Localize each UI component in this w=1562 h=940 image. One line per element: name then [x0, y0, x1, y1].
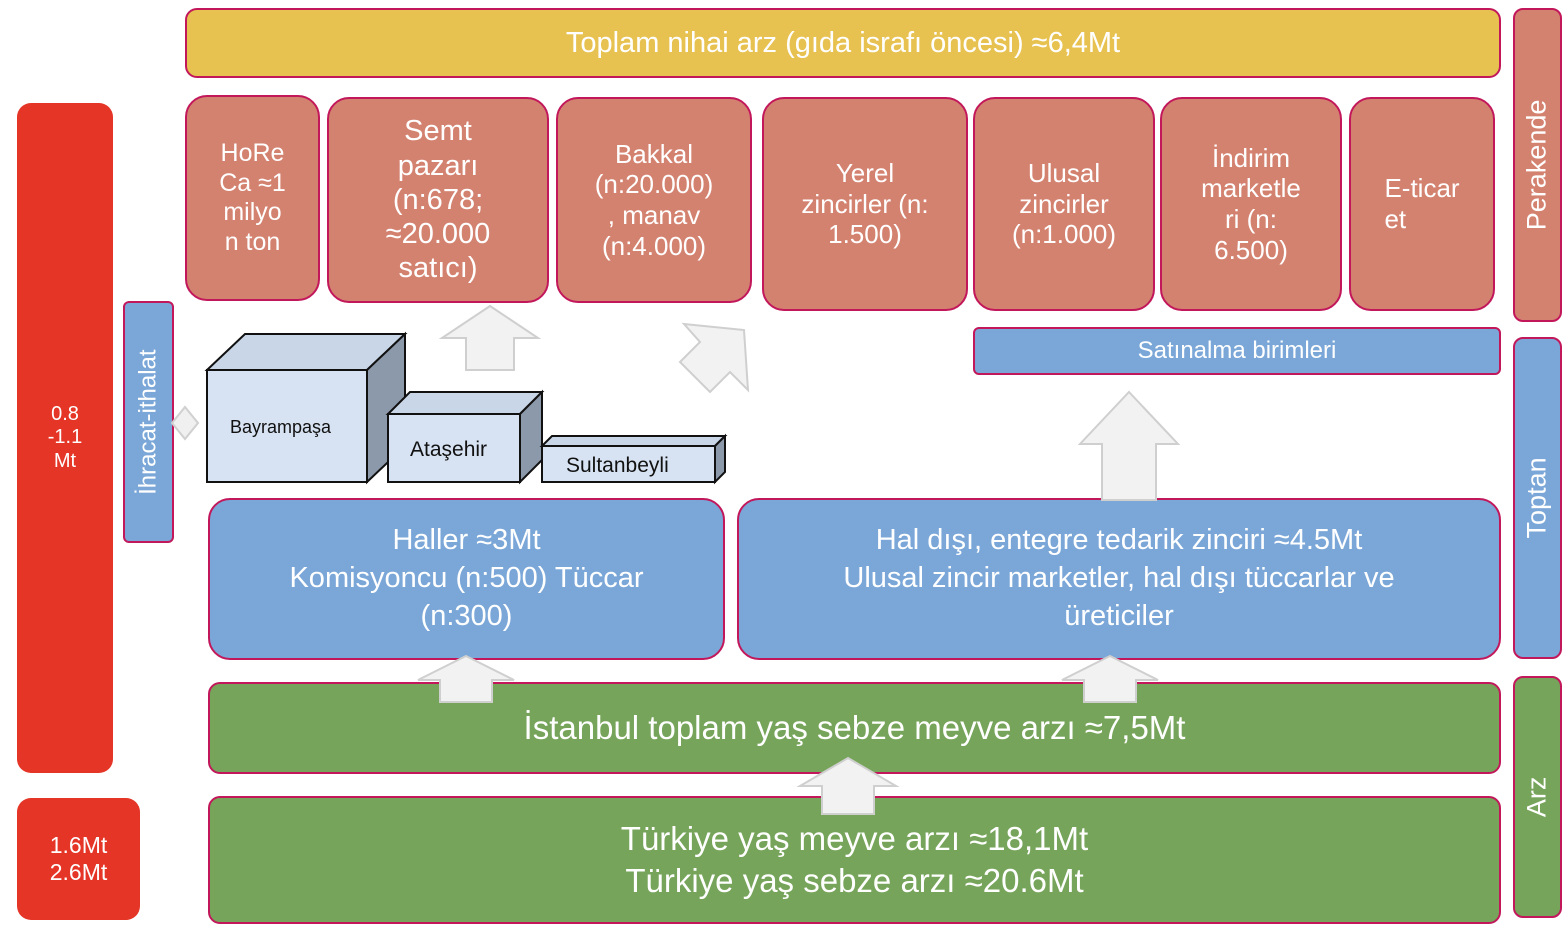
arrow-up-icon-to-istanbul-supply	[796, 756, 900, 815]
retail-box-e-ticaret-label: E-ticar et	[1384, 173, 1460, 234]
retail-box-semt-pazari-label: Semt pazarı (n:678; ≈20.000 satıcı)	[385, 115, 491, 285]
turkey-supply-box: Türkiye yaş meyve arzı ≈18,1Mt Türkiye y…	[208, 796, 1501, 924]
arrow-up-icon-to-purchasing	[1077, 390, 1181, 501]
retail-box-ulusal-zincirler-label: Ulusal zincirler (n:1.000)	[1011, 157, 1117, 250]
halls-box-label: Haller ≈3Mt Komisyoncu (n:500) Tüccar (n…	[289, 524, 644, 632]
market-label-atasehir: Ataşehir	[410, 438, 488, 461]
total-final-supply-label: Toplam nihai arz (gıda israfı öncesi) ≈6…	[565, 26, 1121, 59]
retail-box-ulusal-zincirler: Ulusal zincirler (n:1.000)	[973, 97, 1155, 311]
arrow-diagonal-icon-to-bakkal	[678, 322, 750, 394]
side-label-supply: Arz	[1513, 676, 1562, 918]
purchasing-units-bar: Satınalma birimleri	[973, 327, 1501, 375]
wholesale-markets-blocks	[204, 331, 728, 485]
retail-box-indirim-marketleri-label: İndirim marketle ri (n: 6.500)	[1201, 142, 1301, 265]
retail-box-e-ticaret: E-ticar et	[1349, 97, 1495, 311]
retail-box-yerel-zincirler-label: Yerel zincirler (n: 1.500)	[801, 157, 929, 250]
retail-box-horeca-label: HoRe Ca ≈1 milyo n ton	[219, 139, 286, 256]
istanbul-supply-label: İstanbul toplam yaş sebze meyve arzı ≈7,…	[523, 708, 1186, 746]
side-label-retail: Perakende	[1513, 8, 1562, 322]
total-final-supply-bar: Toplam nihai arz (gıda israfı öncesi) ≈6…	[185, 8, 1501, 78]
left-red-bar-supply-label: 1.6Mt 2.6Mt	[49, 831, 108, 885]
market-label-bayrampasa: Bayrampaşa	[230, 417, 332, 437]
market-label-sultanbeyli: Sultanbeyli	[566, 454, 669, 477]
retail-box-horeca: HoRe Ca ≈1 milyo n ton	[185, 95, 320, 301]
left-red-bar-trade-label: 0.8 -1.1 Mt	[47, 402, 83, 472]
non-hall-supply-chain-box: Hal dışı, entegre tedarik zinciri ≈4.5Mt…	[737, 498, 1501, 660]
turkey-supply-label: Türkiye yaş meyve arzı ≈18,1Mt Türkiye y…	[620, 819, 1089, 899]
atasehir-block	[385, 389, 545, 485]
export-import-label: İhracat-ithalat	[134, 349, 162, 495]
non-hall-supply-chain-label: Hal dışı, entegre tedarik zinciri ≈4.5Mt…	[843, 524, 1395, 632]
arrow-up-icon-to-non-hall	[1061, 654, 1159, 703]
side-label-retail-text: Perakende	[1521, 99, 1552, 231]
side-label-wholesale-text: Toptan	[1521, 457, 1552, 539]
retail-box-yerel-zincirler: Yerel zincirler (n: 1.500)	[762, 97, 968, 311]
side-label-wholesale: Toptan	[1513, 337, 1562, 659]
arrow-up-icon-to-halls	[417, 654, 515, 703]
left-red-bar-trade: 0.8 -1.1 Mt	[17, 103, 113, 773]
halls-box: Haller ≈3Mt Komisyoncu (n:500) Tüccar (n…	[208, 498, 725, 660]
sultanbeyli-block	[539, 433, 728, 485]
retail-box-indirim-marketleri: İndirim marketle ri (n: 6.500)	[1160, 97, 1342, 311]
side-label-supply-text: Arz	[1521, 776, 1552, 818]
export-import-box: İhracat-ithalat	[123, 301, 174, 543]
retail-box-semt-pazari: Semt pazarı (n:678; ≈20.000 satıcı)	[327, 97, 549, 303]
istanbul-supply-box: İstanbul toplam yaş sebze meyve arzı ≈7,…	[208, 682, 1501, 774]
arrow-up-icon-to-semt-pazari	[438, 304, 542, 371]
retail-box-bakkal: Bakkal (n:20.000) , manav (n:4.000)	[556, 97, 752, 303]
diamond-connector-icon	[170, 405, 200, 441]
bayrampasa-block	[204, 331, 408, 485]
left-red-bar-supply: 1.6Mt 2.6Mt	[17, 798, 140, 920]
retail-box-bakkal-label: Bakkal (n:20.000) , manav (n:4.000)	[594, 138, 714, 261]
purchasing-units-label: Satınalma birimleri	[1137, 336, 1337, 364]
